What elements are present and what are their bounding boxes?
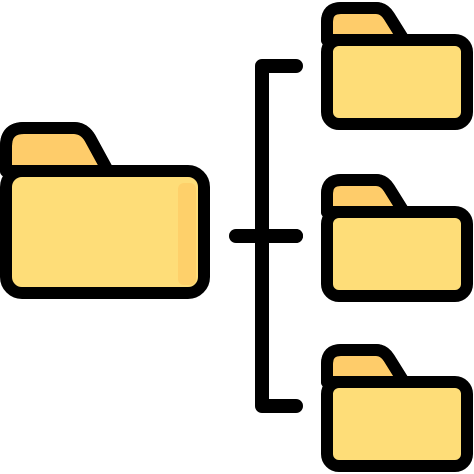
child-folder-icon-top: [321, 2, 473, 130]
child-folder-icon-bottom: [321, 344, 473, 472]
parent-folder-body: [0, 165, 210, 299]
parent-folder-tab-outline: [0, 122, 114, 177]
child-folder-top-tab-outline: [321, 2, 410, 46]
child-folder-icon-middle: [321, 174, 473, 302]
child-folder-middle-tab-outline: [321, 174, 410, 218]
child-folder-bottom-tab-outline: [321, 344, 410, 388]
parent-folder-icon: [0, 122, 210, 299]
parent-folder-shade: [178, 183, 196, 285]
child-folder-bottom-body: [321, 376, 473, 472]
tree-connector: [229, 59, 303, 413]
child-folder-top-body: [321, 34, 473, 130]
child-folder-middle-body: [321, 206, 473, 302]
